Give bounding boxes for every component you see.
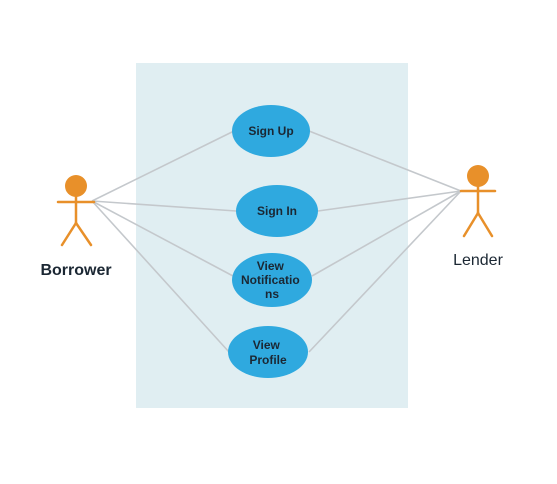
lender-associations: [308, 130, 462, 353]
association-borrower-sign-up: [91, 130, 235, 202]
svg-text:View Notificatio n: View Notificatio ns: [241, 259, 303, 301]
svg-text:View Profile: View Profile: [249, 338, 287, 367]
svg-text:Sign Up: Sign Up: [248, 124, 293, 138]
association-lender-sign-in: [317, 190, 462, 212]
use-case-label: Profile: [249, 353, 287, 367]
association-lender-view-profile: [308, 190, 462, 353]
use-case-view-profile[interactable]: View Profile: [228, 326, 308, 378]
use-case-sign-in[interactable]: Sign In: [236, 185, 318, 237]
use-case-label: Sign Up: [248, 124, 293, 138]
use-case-label: View: [253, 338, 281, 352]
borrower-actor[interactable]: Borrower: [40, 175, 112, 279]
use-case-sign-up[interactable]: Sign Up: [232, 105, 310, 157]
lender-label: Lender: [453, 252, 503, 269]
stick-figure-icon: [56, 175, 96, 247]
association-borrower-view-notifications: [91, 200, 234, 277]
use-case-label: View: [257, 259, 285, 273]
svg-text:Sign In: Sign In: [257, 204, 297, 218]
use-case-view-notifications[interactable]: View Notificatio ns: [232, 253, 312, 307]
use-case-label: Notificatio: [241, 273, 300, 287]
lender-actor[interactable]: Lender: [453, 165, 504, 269]
association-borrower-view-profile: [91, 200, 230, 353]
association-lender-sign-up: [308, 130, 462, 192]
use-case-label: Sign In: [257, 204, 297, 218]
use-case-label: ns: [265, 287, 279, 301]
borrower-label: Borrower: [40, 262, 111, 279]
association-lender-view-notifications: [311, 190, 462, 277]
association-borrower-sign-in: [91, 200, 237, 212]
borrower-associations: [91, 130, 237, 353]
stick-figure-icon: [459, 165, 497, 238]
